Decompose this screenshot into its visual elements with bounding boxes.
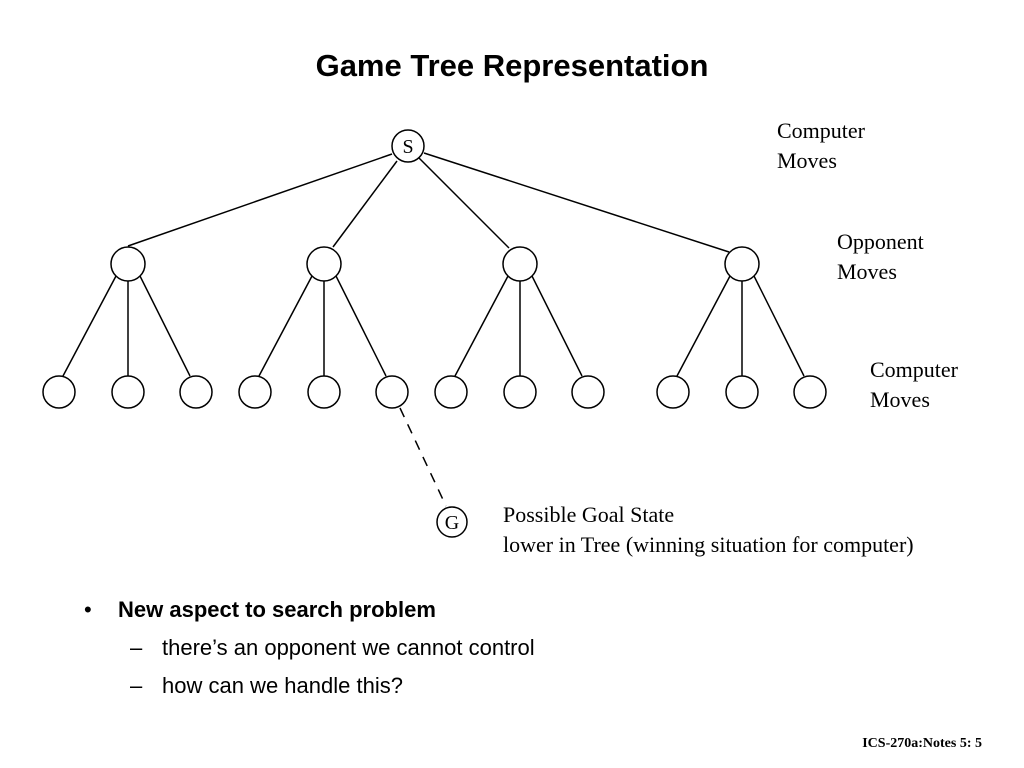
node-l3-1 <box>42 375 76 409</box>
bullet-sub-item-1: – there’s an opponent we cannot control <box>78 632 978 664</box>
bullet-list: • New aspect to search problem – there’s… <box>78 594 978 702</box>
goal-caption: Possible Goal State lower in Tree (winni… <box>503 500 914 560</box>
node-l3-2 <box>111 375 145 409</box>
bullet-main-text: New aspect to search problem <box>118 597 436 622</box>
edge-c-3 <box>531 275 583 377</box>
edge-a-3 <box>139 275 191 377</box>
node-l2-3 <box>502 246 538 282</box>
node-l2-2 <box>306 246 342 282</box>
node-l2-4 <box>724 246 760 282</box>
edge-root-2 <box>332 160 398 248</box>
bullet-sub-text-2: how can we handle this? <box>162 673 403 698</box>
edge-d-3 <box>753 275 805 377</box>
node-l3-10 <box>656 375 690 409</box>
level2-label-line1: Opponent <box>837 229 924 254</box>
tree-edges <box>62 152 805 507</box>
edge-b-1 <box>258 275 313 377</box>
node-l3-4 <box>238 375 272 409</box>
level1-label-line2: Moves <box>777 148 837 173</box>
edge-root-4 <box>423 152 730 253</box>
dash-icon: – <box>130 635 143 660</box>
node-l3-6 <box>375 375 409 409</box>
edge-d-1 <box>676 275 731 377</box>
level1-label-line1: Computer <box>777 118 865 143</box>
edge-root-1 <box>127 153 393 247</box>
bullet-sub-text-1: there’s an opponent we cannot control <box>162 635 535 660</box>
level3-label: Computer Moves <box>870 355 958 415</box>
node-goal <box>436 506 468 538</box>
goal-caption-line2: lower in Tree (winning situation for com… <box>503 532 914 557</box>
level2-label-line2: Moves <box>837 259 897 284</box>
dash-icon: – <box>130 673 143 698</box>
level3-label-line1: Computer <box>870 357 958 382</box>
node-l2-1 <box>110 246 146 282</box>
bullet-main-item: • New aspect to search problem <box>78 594 978 626</box>
node-l3-7 <box>434 375 468 409</box>
goal-caption-line1: Possible Goal State <box>503 502 675 527</box>
node-root <box>391 129 425 163</box>
root-label: S <box>402 136 413 158</box>
node-l3-5 <box>307 375 341 409</box>
edge-a-1 <box>62 275 117 377</box>
level2-label: Opponent Moves <box>837 227 924 287</box>
edge-c-1 <box>454 275 509 377</box>
node-l3-3 <box>179 375 213 409</box>
bullet-sub-item-2: – how can we handle this? <box>78 670 978 702</box>
edge-root-3 <box>418 157 510 249</box>
tree-nodes <box>42 129 827 538</box>
slide-footer: ICS-270a:Notes 5: 5 <box>862 736 982 751</box>
node-l3-9 <box>571 375 605 409</box>
node-l3-8 <box>503 375 537 409</box>
page-title: Game Tree Representation <box>315 48 709 83</box>
node-l3-11 <box>725 375 759 409</box>
level3-label-line2: Moves <box>870 387 930 412</box>
edge-b-3 <box>335 275 387 377</box>
level1-label: Computer Moves <box>777 116 865 176</box>
bullet-dot-icon: • <box>84 597 92 622</box>
edge-goal-dashed <box>399 407 447 507</box>
node-l3-12 <box>793 375 827 409</box>
goal-label: G <box>445 512 459 534</box>
